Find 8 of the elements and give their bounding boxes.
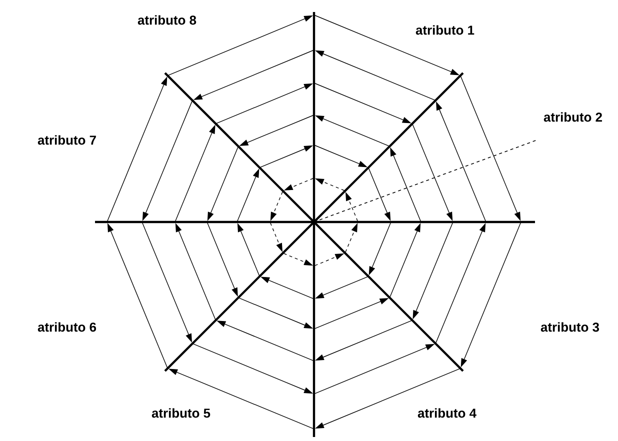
attribute-label: atributo 1 [416,25,474,35]
attribute-label: atributo 6 [38,322,96,332]
attribute-label: atributo 7 [38,135,96,145]
attribute-label: atributo 2 [544,112,602,122]
attribute-label: atributo 4 [418,408,476,418]
attribute-label: atributo 3 [540,322,600,332]
attribute-label: atributo 8 [138,15,196,25]
attribute-label: atributo 5 [152,408,210,418]
